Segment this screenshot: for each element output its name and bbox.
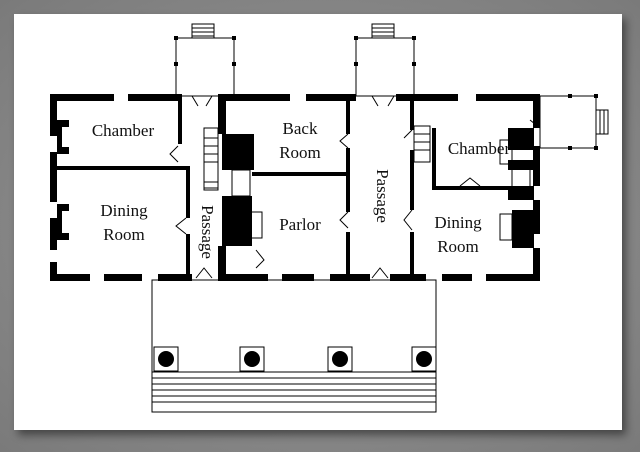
porch-column-4	[411, 346, 437, 372]
room-label-east-dining-2: Room	[437, 237, 479, 256]
room-label-east-dining-1: Dining	[434, 213, 482, 232]
side-porch-east	[539, 94, 609, 150]
porch-column-3	[327, 346, 353, 372]
porch-column-2	[239, 346, 265, 372]
rear-porch-west	[174, 23, 236, 97]
room-label-west-chamber: Chamber	[92, 121, 155, 140]
rear-porch-center	[354, 23, 416, 97]
porch-column-1	[153, 346, 179, 372]
room-label-back-room-2: Room	[279, 143, 321, 162]
room-label-center-passage: Passage	[373, 169, 392, 223]
fireplaces	[57, 120, 531, 241]
front-porch	[151, 279, 437, 413]
room-label-west-passage: Passage	[198, 205, 217, 259]
room-label-back-room-1: Back	[283, 119, 318, 138]
stair-west	[203, 127, 219, 191]
room-label-parlor: Parlor	[279, 215, 321, 234]
door-swings	[169, 95, 541, 279]
room-label-west-dining-2: Room	[103, 225, 145, 244]
room-label-west-dining-1: Dining	[100, 201, 148, 220]
stair-east	[413, 125, 431, 163]
exterior-walls	[50, 94, 540, 281]
interior-walls	[57, 94, 534, 281]
room-label-east-chamber: Chamber	[448, 139, 511, 158]
